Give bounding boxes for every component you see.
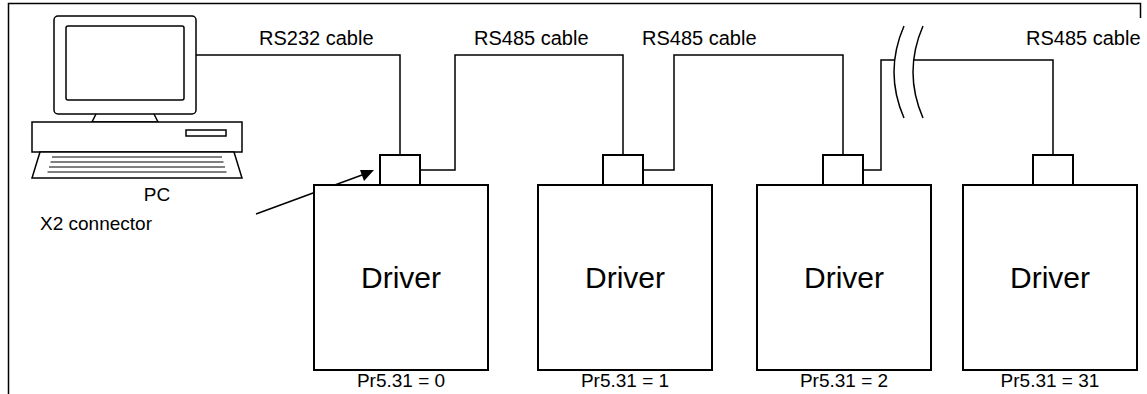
leader-arrowhead <box>360 170 374 181</box>
pc-part <box>49 167 225 168</box>
station-number: Pr5.31 = 1 <box>537 370 713 392</box>
pc-part <box>66 26 184 100</box>
driver-label: Driver <box>804 261 884 295</box>
cable-label: RS485 cable <box>1024 27 1143 50</box>
pc-part <box>51 162 224 163</box>
driver-box: Driver <box>313 184 489 371</box>
x2-connector <box>379 154 421 186</box>
driver-label: Driver <box>1010 261 1090 295</box>
cable-line <box>421 55 623 170</box>
station-number: Pr5.31 = 31 <box>962 370 1138 392</box>
station-number: Pr5.31 = 0 <box>313 370 489 392</box>
pc-part <box>32 122 242 152</box>
driver-box: Driver <box>537 184 713 371</box>
driver-box: Driver <box>962 184 1138 371</box>
driver-label: Driver <box>361 261 441 295</box>
cable-line <box>864 60 1053 170</box>
break-mark <box>913 26 923 118</box>
cable-label: RS232 cable <box>257 27 376 50</box>
pc-part <box>32 152 242 178</box>
pc-part <box>92 114 158 122</box>
cable-label: RS485 cable <box>472 27 591 50</box>
pc-part <box>48 172 227 173</box>
pc-part <box>186 130 226 136</box>
computer-label: PC <box>30 184 284 206</box>
connector-callout: X2 connector <box>40 213 152 235</box>
cable-label: RS485 cable <box>640 27 759 50</box>
break-mark <box>894 26 904 118</box>
pc-icon <box>30 8 284 208</box>
x2-connector <box>822 154 864 186</box>
x2-connector <box>602 154 644 186</box>
computer-node: PC <box>30 8 284 208</box>
driver-box: Driver <box>756 184 932 371</box>
pc-part <box>54 16 196 114</box>
pc-part <box>52 157 222 158</box>
break-mask <box>894 26 923 118</box>
frame-border <box>9 4 1141 394</box>
x2-connector <box>1032 154 1074 186</box>
station-number: Pr5.31 = 2 <box>756 370 932 392</box>
cable-line <box>644 55 843 170</box>
driver-label: Driver <box>585 261 665 295</box>
